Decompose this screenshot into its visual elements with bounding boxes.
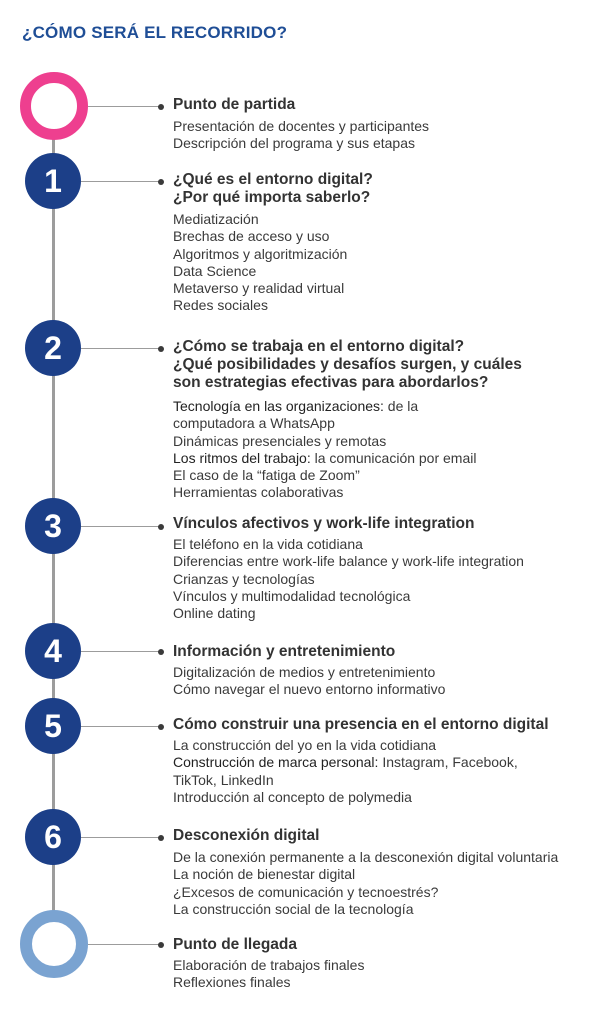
stage-number-circle: 6 (25, 809, 81, 865)
stage-title-line: ¿Qué posibilidades y desafíos surgen, y … (173, 356, 522, 373)
stage-number: 4 (44, 632, 62, 669)
stage-title-line: Desconexión digital (173, 827, 320, 844)
bullet-dot-icon (158, 523, 164, 530)
stage-title-line: Vínculos afectivos y work-life integrati… (173, 515, 475, 532)
stage-title-line: ¿Por qué importa saberlo? (173, 189, 371, 206)
stage-number-circle: 2 (25, 320, 81, 376)
stage-title: Punto de partida (173, 96, 295, 114)
stage-number: 2 (44, 329, 62, 366)
stage-title: Vínculos afectivos y work-life integrati… (173, 515, 474, 533)
stage-connector (88, 944, 160, 945)
stage-connector (81, 651, 160, 652)
stage-title-line: ¿Qué es el entorno digital? (173, 171, 373, 188)
stage-topic: La construcción social de la tecnología (173, 900, 414, 917)
stage-number: 5 (44, 707, 62, 744)
stage-topic: La construcción del yo en la vida cotidi… (173, 737, 437, 753)
stage-topic: Construcción de marca personal: Instagra… (173, 754, 518, 771)
stage-connector (81, 837, 160, 838)
stage-connector (81, 726, 160, 727)
stage-topic: Brechas de acceso y uso (173, 228, 330, 245)
stage-topic: Vínculos y multimodalidad tecnológica (173, 587, 411, 604)
stage-topic: Dinámicas presenciales y remotas (173, 432, 387, 449)
stage-topic: Redes sociales (173, 297, 268, 314)
stage-number-circle: 1 (25, 153, 81, 209)
bullet-dot-icon (158, 648, 164, 655)
stage-topics: La construcción del yo en la vida cotidi… (173, 737, 518, 806)
stage-topics: Digitalización de medios y entretenimien… (173, 664, 445, 699)
stage-number-circle: 5 (25, 698, 81, 754)
stage-connector (81, 181, 160, 182)
end-ring-icon (20, 910, 88, 978)
stage-title: Información y entretenimiento (173, 643, 395, 661)
stage-number-circle: 3 (25, 498, 81, 554)
stage-number: 6 (44, 818, 62, 855)
stage-topic: Algoritmos y algoritmización (173, 245, 348, 262)
stage-topic: Cómo navegar el nuevo entorno informativ… (173, 681, 446, 698)
stage-number-circle: 4 (25, 623, 81, 679)
stage-title-line: Punto de partida (173, 96, 296, 113)
stage-topic: El teléfono en la vida cotidiana (173, 536, 363, 552)
stage-topic: Digitalización de medios y entretenimien… (173, 664, 436, 680)
stage-topic: Metaverso y realidad virtual (173, 280, 345, 297)
stage-topic: El caso de la “fatiga de Zoom” (173, 467, 360, 484)
stage-title: Cómo construir una presencia en el entor… (173, 716, 549, 734)
stage-topic: Presentación de docentes y participantes (173, 118, 430, 134)
stage-title-line: ¿Cómo se trabaja en el entorno digital? (173, 338, 465, 355)
bullet-dot-icon (158, 723, 164, 730)
stage-topics: De la conexión permanente a la desconexi… (173, 849, 558, 918)
stage-connector (81, 526, 160, 527)
stage-topic: Online dating (173, 605, 256, 622)
stage-connector (81, 348, 160, 349)
stage-topic: Los ritmos del trabajo: la comunicación … (173, 449, 477, 466)
start-ring-icon (20, 72, 88, 140)
stage-topic: Crianzas y tecnologías (173, 570, 315, 587)
stage-title-line: Punto de llegada (173, 936, 298, 953)
stage-topic: Introducción al concepto de polymedia (173, 788, 412, 805)
stage-title-line: Información y entretenimiento (173, 643, 396, 660)
stage-title: Punto de llegada (173, 936, 297, 954)
stage-topic: computadora a WhatsApp (173, 415, 335, 432)
stage-topic: Data Science (173, 262, 257, 279)
bullet-dot-icon (158, 103, 164, 110)
stage-topic: Descripción del programa y sus etapas (173, 135, 416, 152)
bullet-dot-icon (158, 941, 164, 948)
stage-topic: Tecnología en las organizaciones: de la (173, 398, 419, 414)
stage-topic: La noción de bienestar digital (173, 866, 356, 883)
bullet-dot-icon (158, 178, 164, 185)
stage-topics: Presentación de docentes y participantes… (173, 118, 429, 153)
stage-title-line: son estrategias efectivas para abordarlo… (173, 374, 489, 391)
page-title: ¿CÓMO SERÁ EL RECORRIDO? (22, 23, 288, 42)
bullet-dot-icon (158, 345, 164, 352)
stage-number: 3 (44, 507, 62, 544)
stage-topic: Reflexiones finales (173, 974, 291, 991)
stage-topic: Diferencias entre work-life balance y wo… (173, 553, 524, 570)
stage-title: Desconexión digital (173, 827, 319, 845)
stage-topic: Elaboración de trabajos finales (173, 957, 365, 973)
bullet-dot-icon (158, 834, 164, 841)
stage-topic: TikTok, LinkedIn (173, 771, 274, 788)
stage-connector (88, 106, 160, 107)
stage-topic: ¿Excesos de comunicación y tecnoestrés? (173, 883, 439, 900)
stage-title: ¿Qué es el entorno digital?¿Por qué impo… (173, 171, 373, 207)
stage-topic: De la conexión permanente a la desconexi… (173, 849, 559, 865)
stage-topic: Mediatización (173, 211, 259, 227)
stage-title-line: Cómo construir una presencia en el entor… (173, 716, 549, 733)
stage-title: ¿Cómo se trabaja en el entorno digital?¿… (173, 338, 522, 392)
stage-number: 1 (44, 162, 62, 199)
stage-topic: Herramientas colaborativas (173, 484, 344, 501)
